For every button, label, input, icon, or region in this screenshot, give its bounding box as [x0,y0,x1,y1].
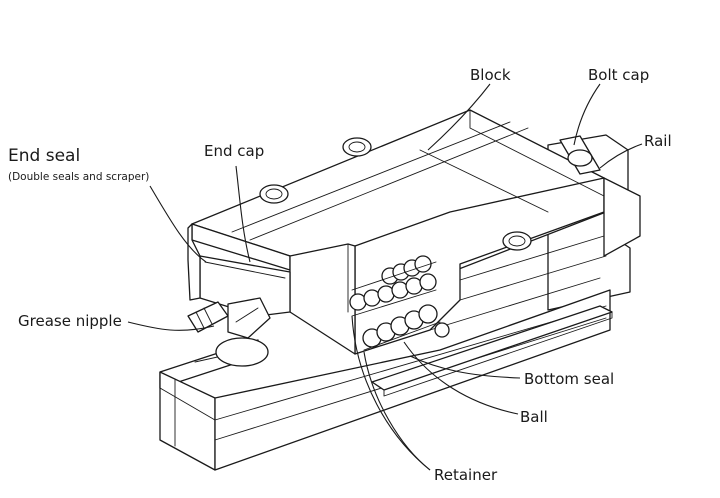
label-end-seal-note: (Double seals and scraper) [8,171,149,183]
bolt-hole-2 [342,137,372,157]
leader-bottom-seal [409,355,521,379]
label-end-seal: End seal [8,146,80,166]
leader-ball [403,341,519,415]
ball-row-bottom [362,304,438,348]
label-ball: Ball [520,408,548,426]
bolt-hole-3 [502,231,532,251]
bottom-seal [371,305,613,397]
bolt-hole-1 [259,184,289,204]
label-bolt-cap: Bolt cap [588,66,649,84]
label-block: Block [470,66,511,84]
leader-rail [599,143,643,169]
leader-end-seal [149,185,207,263]
block [191,109,641,355]
leader-block [427,83,491,151]
label-bottom-seal: Bottom seal [524,370,614,388]
ball-row-middle [349,273,437,311]
end-seal [187,223,201,301]
label-end-cap: End cap [204,142,264,160]
leader-retainer-2 [351,315,431,471]
bolt-cap [559,135,601,175]
leader-lines [127,83,643,471]
leader-grease-nipple [127,321,215,331]
label-grease-nipple: Grease nipple [18,312,122,330]
grease-nipple [187,297,271,367]
label-rail: Rail [644,132,672,150]
leader-end-cap [235,165,251,263]
label-retainer: Retainer [434,466,498,484]
leader-bolt-cap [573,83,601,146]
retainer [351,261,450,351]
